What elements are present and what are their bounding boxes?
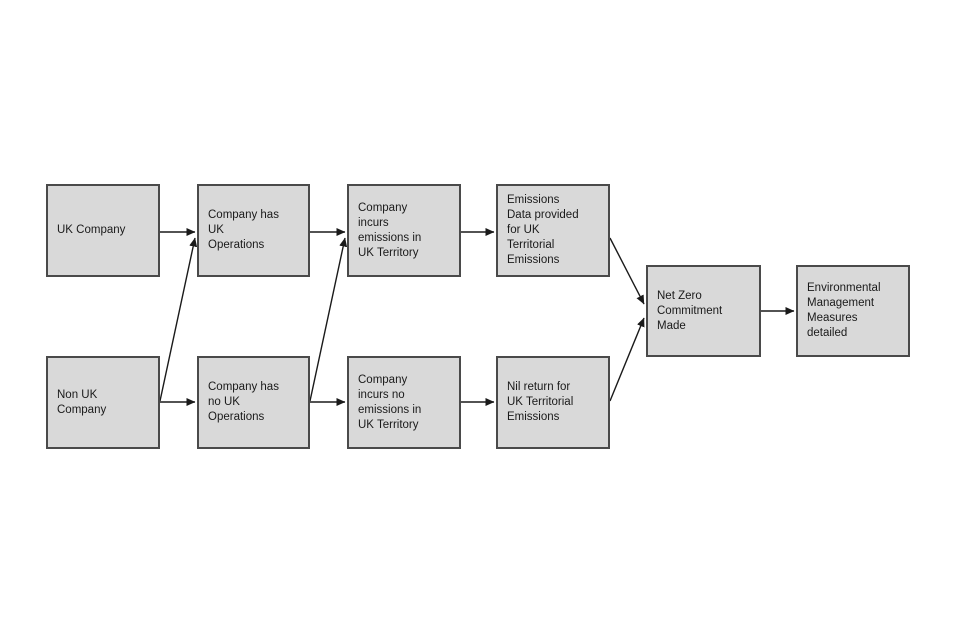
node-company-incurs-no-emissions: Company incurs no emissions in UK Territ… <box>347 356 461 449</box>
node-company-incurs-emissions: Company incurs emissions in UK Territory <box>347 184 461 277</box>
edge-no-uk-operations-to-incurs-emissions <box>309 237 348 402</box>
node-label: Company incurs emissions in UK Territory <box>358 201 422 259</box>
node-company-has-uk-operations: Company has UK Operations <box>197 184 310 277</box>
node-label: Non UK Company <box>57 388 107 416</box>
node-label: Company has UK Operations <box>208 209 279 251</box>
node-label: Nil return for UK Territorial Emissions <box>507 381 574 423</box>
node-non-uk-company: Non UK Company <box>46 356 160 449</box>
node-uk-company: UK Company <box>46 184 160 277</box>
node-label: Environmental Management Measures detail… <box>807 282 881 339</box>
node-company-has-no-uk-operations: Company has no UK Operations <box>197 356 310 449</box>
edge-emissions-data-to-net-zero <box>609 237 645 305</box>
node-label: UK Company <box>57 224 126 236</box>
node-label: Company incurs no emissions in UK Territ… <box>358 373 422 431</box>
node-emissions-data-provided: Emissions Data provided for UK Territori… <box>496 184 610 277</box>
node-label: Emissions Data provided for UK Territori… <box>507 194 579 266</box>
node-label: Net Zero Commitment Made <box>657 289 723 332</box>
node-label: Company has no UK Operations <box>208 381 279 423</box>
edge-nil-return-to-net-zero <box>609 317 645 402</box>
node-net-zero-commitment: Net Zero Commitment Made <box>646 265 761 357</box>
edge-non-uk-company-to-has-uk-operations <box>159 237 198 402</box>
node-environmental-management: Environmental Management Measures detail… <box>796 265 910 357</box>
node-nil-return: Nil return for UK Territorial Emissions <box>496 356 610 449</box>
